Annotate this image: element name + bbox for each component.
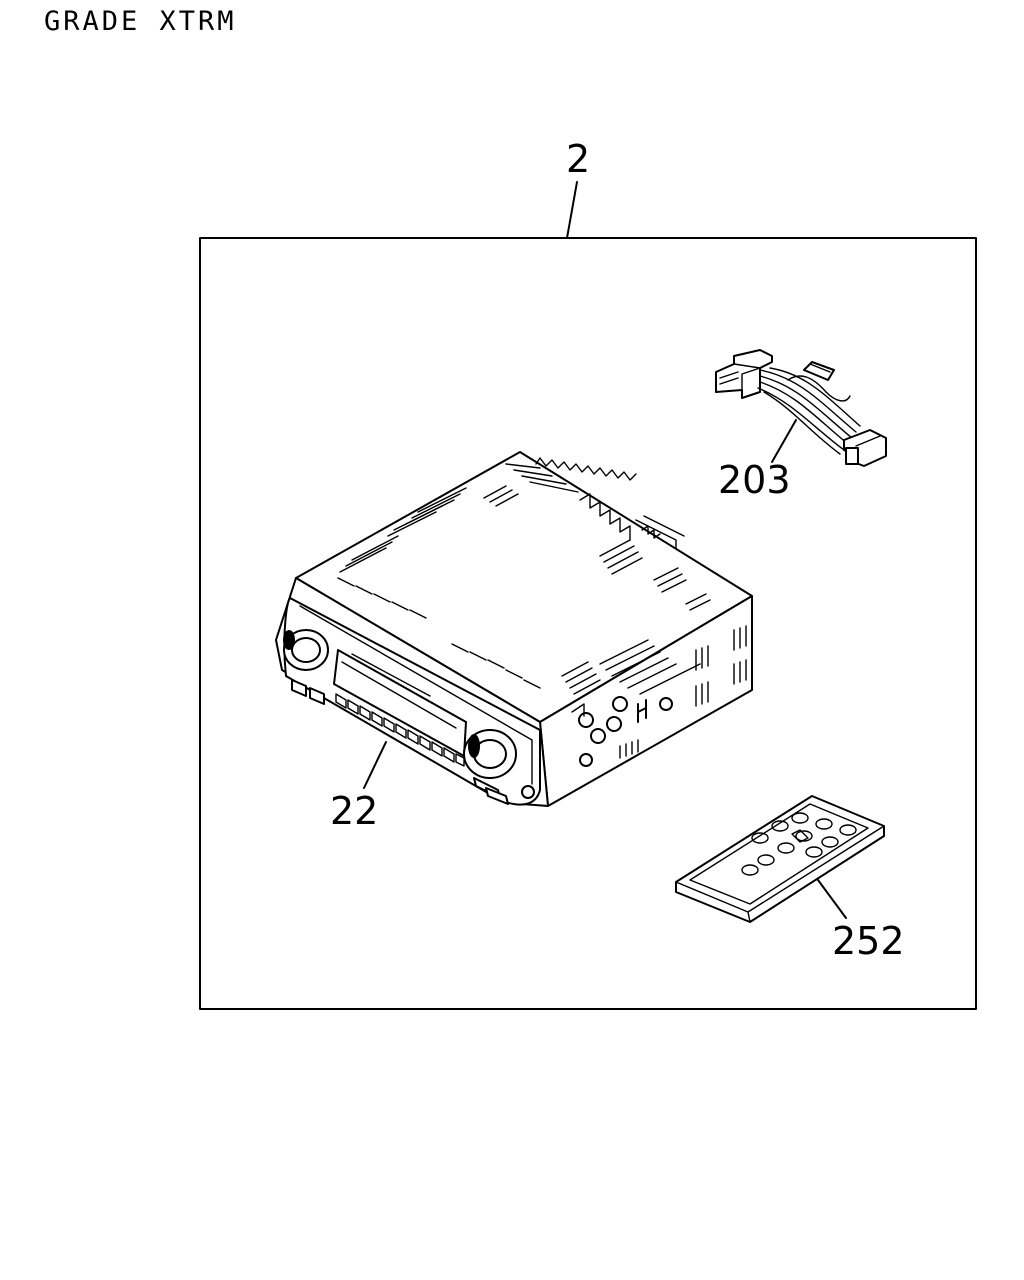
callout-assembly-number: 2 bbox=[566, 137, 590, 181]
callout-assembly-leader bbox=[566, 181, 578, 239]
callout-harness-number: 203 bbox=[718, 458, 791, 502]
wiring-harness-connector-icon bbox=[715, 349, 887, 467]
callout-remote-leader bbox=[817, 879, 847, 919]
remote-control-icon bbox=[675, 795, 885, 923]
callout-radio-leader bbox=[363, 741, 387, 789]
callout-harness-leader bbox=[771, 419, 797, 463]
callout-remote-number: 252 bbox=[832, 919, 905, 963]
grade-label: GRADE XTRM bbox=[44, 6, 237, 37]
car-radio-head-unit-icon bbox=[275, 451, 753, 807]
assembly-frame bbox=[199, 237, 977, 1010]
callout-radio-number: 22 bbox=[330, 789, 378, 833]
